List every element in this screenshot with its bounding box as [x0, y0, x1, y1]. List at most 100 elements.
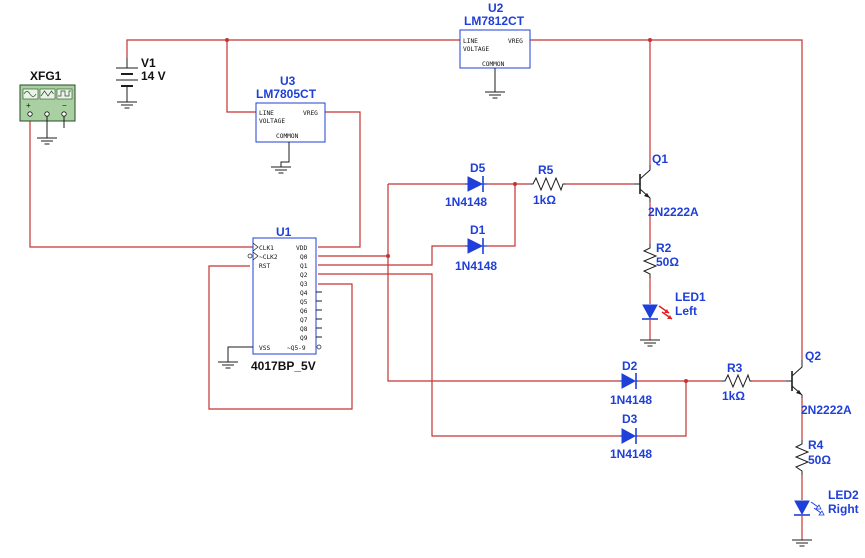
led2-ref: LED2 [828, 488, 859, 502]
r3-value: 1kΩ [722, 389, 745, 403]
u1-pin-q3: Q3 [300, 281, 308, 288]
u1-ref: U1 [276, 225, 292, 239]
u1-pin-q7: Q7 [300, 317, 308, 324]
u3-pin-line: LINE [259, 110, 274, 117]
diode-d2[interactable]: D2 1N4148 [610, 359, 652, 407]
r5-ref: R5 [538, 163, 554, 177]
wires [29, 38, 803, 540]
junction-dot [386, 254, 390, 258]
resistor-r5[interactable]: R5 1kΩ [530, 163, 566, 207]
u3-ref: U3 [280, 74, 296, 88]
r2-value: 50Ω [656, 255, 679, 269]
wire-d3-to-r3 [638, 381, 687, 437]
led1-ref: LED1 [675, 290, 706, 304]
u1-pin-clk1: CLK1 [259, 245, 274, 252]
u3-part: LM7805CT [256, 87, 317, 101]
d3-part: 1N4148 [610, 447, 652, 461]
wire-q0-bus [387, 184, 620, 382]
diode-icon [621, 373, 637, 389]
u1-part: 4017BP_5V [251, 359, 316, 373]
ground-icon [116, 101, 138, 109]
u1-pin-q6: Q6 [300, 308, 308, 315]
xfg1-plus-label: + [26, 101, 31, 110]
u2-ref: U2 [488, 1, 504, 15]
xfg1-minus-label: − [62, 101, 67, 110]
ground-icon [270, 166, 292, 174]
ground-icon [484, 91, 506, 99]
clock-icon [252, 242, 259, 252]
diode-d5[interactable]: D5 1N4148 [445, 161, 487, 209]
u3-body [255, 102, 326, 143]
resistor-r2[interactable]: R2 50Ω [642, 241, 679, 278]
battery-v1[interactable]: V1 14 V [116, 56, 166, 109]
resistor-icon [722, 373, 752, 389]
u3-pin-vreg: VREG [303, 110, 318, 117]
led2-name: Right [828, 502, 859, 516]
xfg1-terminal-plus[interactable] [27, 111, 33, 117]
v1-value: 14 V [141, 69, 166, 83]
regulator-u3[interactable]: U3 LM7805CT LINE VOLTAGE VREG COMMON [255, 74, 326, 174]
v1-ref: V1 [141, 56, 156, 70]
u1-pin-q8: Q8 [300, 326, 308, 333]
wire-q1-to-d1 [318, 245, 465, 266]
transistor-q2[interactable]: Q2 2N2222A [786, 349, 852, 417]
u3-pin-common: COMMON [276, 133, 299, 140]
resistor-icon [530, 176, 566, 192]
r4-ref: R4 [808, 438, 824, 452]
wire-q2-to-d3 [318, 273, 620, 437]
u3-pin-voltage: VOLTAGE [259, 118, 285, 125]
u1-pin-rst: RST [259, 263, 270, 270]
xfg1-label: XFG1 [30, 69, 62, 83]
ground-icon [36, 137, 58, 145]
resistor-r3[interactable]: R3 1kΩ [722, 361, 752, 403]
u2-pin-common: COMMON [482, 61, 505, 68]
diode-icon [467, 176, 484, 192]
u1-body [252, 237, 317, 355]
diode-icon [467, 238, 484, 254]
wire-rail-to-u3 [226, 40, 256, 113]
d3-ref: D3 [622, 412, 638, 426]
wire-rst-loop [208, 265, 353, 410]
resistor-r4[interactable]: R4 50Ω [794, 438, 831, 475]
regulator-u2[interactable]: U2 LM7812CT LINE VOLTAGE VREG COMMON [459, 1, 531, 99]
wire-d1-to-r5 [487, 184, 516, 247]
q1-ref: Q1 [652, 152, 668, 166]
junction-dot [513, 182, 517, 186]
u2-pin-vreg: VREG [508, 38, 523, 45]
ground-icon [639, 339, 661, 347]
r3-ref: R3 [727, 361, 743, 375]
u1-pin-q0: Q0 [300, 254, 308, 261]
wire-v1-to-u2 [126, 39, 460, 58]
transistor-q1[interactable]: Q1 2N2222A [634, 152, 699, 219]
resistor-icon [794, 440, 810, 475]
u1-pin-vdd: VDD [296, 245, 307, 252]
u1-pin-q1: Q1 [300, 263, 308, 270]
counter-u1[interactable]: U1 4017BP_5V CLK1 ~CLK2 RST VSS VDD Q0 Q… [217, 225, 322, 373]
ground-icon [791, 539, 813, 547]
wire-u2-out-rail [530, 39, 803, 360]
led-led1[interactable]: LED1 Left [639, 290, 706, 347]
xfg1-terminal-minus[interactable] [61, 111, 67, 117]
function-generator-xfg1[interactable]: XFG1 + − [19, 69, 76, 145]
led-icon [794, 500, 810, 516]
diode-d3[interactable]: D3 1N4148 [610, 412, 652, 461]
d1-part: 1N4148 [455, 259, 497, 273]
wire-xfg-to-clk [29, 118, 253, 248]
u1-pin-q4: Q4 [300, 290, 308, 297]
ground-icon [217, 361, 239, 369]
diode-d1[interactable]: D1 1N4148 [455, 223, 497, 273]
u2-part: LM7812CT [464, 14, 525, 28]
xfg1-terminal-common[interactable] [44, 111, 50, 117]
led-led2[interactable]: LED2 Right [791, 488, 859, 547]
triangle-wave-icon [39, 88, 56, 100]
sine-wave-icon [22, 88, 39, 100]
d5-part: 1N4148 [445, 195, 487, 209]
u2-pin-voltage: VOLTAGE [463, 46, 489, 53]
d2-ref: D2 [622, 359, 638, 373]
u2-pin-line: LINE [463, 38, 478, 45]
u1-pin-q5-9: ~Q5-9 [287, 345, 306, 352]
u1-pin-q5: Q5 [300, 299, 308, 306]
junction-dot [684, 379, 688, 383]
